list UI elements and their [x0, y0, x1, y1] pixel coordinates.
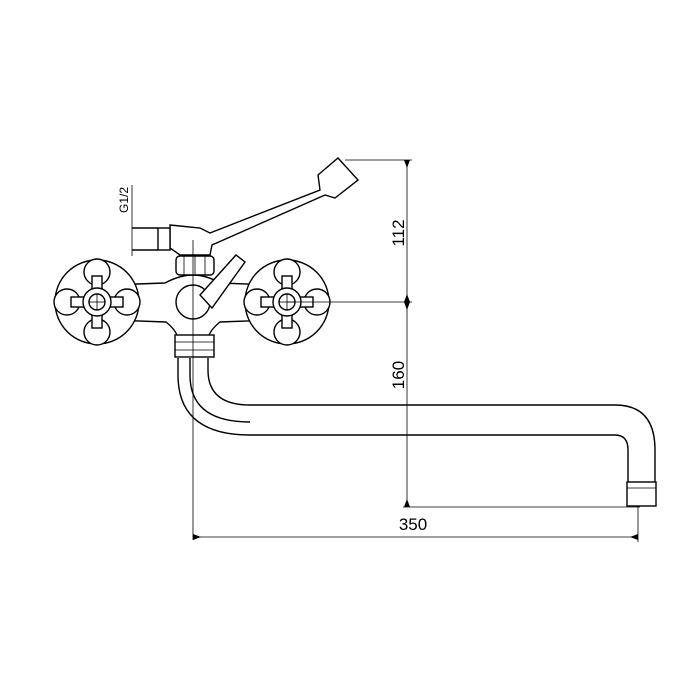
thread-label: G1/2 [117, 187, 131, 213]
spout [177, 358, 657, 507]
dimension-160: 160 [389, 361, 408, 389]
dimension-350: 350 [399, 515, 427, 534]
dimension-lines [193, 159, 640, 542]
lever [131, 157, 360, 276]
dimension-112: 112 [389, 219, 408, 246]
